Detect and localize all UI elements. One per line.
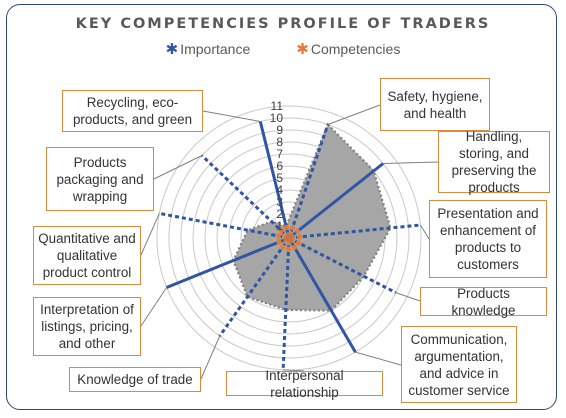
label-interpretation: Interpretation of listings, pricing, and… bbox=[33, 297, 141, 356]
leader-line-4 bbox=[395, 292, 421, 302]
leader-line-11 bbox=[202, 110, 261, 122]
label-packaging: Products packaging and wrapping bbox=[46, 147, 154, 211]
series-competencies-marker-9 bbox=[275, 233, 281, 239]
label-recycling: Recycling, eco-products, and green bbox=[62, 90, 203, 132]
label-knowledge: Products knowledge bbox=[420, 285, 547, 318]
series-importance-spoke-6 bbox=[281, 237, 291, 370]
series-importance-spoke-4 bbox=[288, 236, 397, 294]
legend-competencies-label: Competencies bbox=[310, 41, 401, 57]
series-competencies-marker-4 bbox=[296, 240, 302, 246]
tick-label-7: 7 bbox=[276, 147, 283, 161]
leader-line-7 bbox=[200, 335, 221, 380]
series-importance-spoke-2 bbox=[288, 162, 385, 240]
tick-label-9: 9 bbox=[276, 123, 283, 137]
legend-competencies-marker-icon: ✱ bbox=[296, 40, 309, 58]
label-quantitative-text: Quantitative and qualitative product con… bbox=[38, 231, 136, 280]
series-importance-spoke-5 bbox=[287, 237, 357, 353]
tick-label-5: 5 bbox=[276, 171, 283, 185]
series-competencies-area bbox=[232, 122, 392, 312]
label-trade-text: Knowledge of trade bbox=[77, 372, 193, 387]
series-importance-spoke-9 bbox=[159, 211, 290, 240]
series-importance-spoke-1 bbox=[287, 124, 330, 239]
leader-line-3 bbox=[419, 224, 430, 240]
legend-importance-label: Importance bbox=[180, 41, 251, 57]
series-competencies-marker-2 bbox=[294, 228, 301, 234]
leader-line-10 bbox=[153, 155, 203, 180]
tick-label-1: 1 bbox=[276, 219, 283, 233]
label-interpretation-text: Interpretation of listings, pricing, and… bbox=[40, 302, 134, 351]
tick-label-11: 11 bbox=[271, 99, 284, 113]
label-safety-text: Safety, hygiene, and health bbox=[387, 88, 483, 121]
tick-label-10: 10 bbox=[270, 111, 284, 125]
tick-label-3: 3 bbox=[276, 195, 283, 209]
series-importance-spoke-3 bbox=[288, 223, 421, 240]
label-communication-text: Communication, argumentation, and advice… bbox=[408, 331, 510, 398]
leader-line-8 bbox=[140, 287, 168, 327]
legend-importance-marker-icon: ✱ bbox=[165, 40, 179, 58]
series-importance-spoke-10 bbox=[200, 154, 291, 240]
grid-ring-9 bbox=[180, 129, 398, 347]
label-communication: Communication, argumentation, and advice… bbox=[401, 326, 517, 403]
center-marker bbox=[283, 232, 295, 244]
series-competencies-marker-6 bbox=[285, 246, 292, 252]
label-packaging-text: Products packaging and wrapping bbox=[56, 154, 144, 204]
series-importance-spoke-7 bbox=[218, 237, 291, 337]
tick-label-4: 4 bbox=[276, 183, 283, 197]
leader-line-9 bbox=[140, 213, 160, 256]
leader-line-6 bbox=[283, 369, 305, 372]
series-importance-spoke-8 bbox=[166, 236, 290, 289]
tick-label-2: 2 bbox=[276, 207, 283, 221]
series-competencies-marker-5 bbox=[291, 244, 297, 250]
tick-label-6: 6 bbox=[276, 159, 283, 173]
series-competencies-marker-10 bbox=[278, 228, 284, 234]
series-competencies-marker-11 bbox=[283, 224, 289, 231]
series-competencies-marker-7 bbox=[280, 244, 286, 250]
label-safety: Safety, hygiene, and health bbox=[380, 78, 490, 131]
leader-line-1 bbox=[327, 104, 381, 125]
leader-line-5 bbox=[355, 351, 402, 366]
series-competencies-marker-3 bbox=[297, 234, 303, 240]
series-competencies-marker-8 bbox=[276, 239, 282, 245]
legend-entry-competencies: ✱ Competencies bbox=[296, 41, 400, 57]
label-interpersonal-text: Interpersonal relationship bbox=[265, 367, 344, 400]
tick-label-8: 8 bbox=[276, 135, 283, 149]
label-knowledge-text: Products knowledge bbox=[451, 285, 516, 318]
series-importance-spoke-11 bbox=[258, 121, 291, 239]
label-interpersonal: Interpersonal relationship bbox=[226, 368, 383, 400]
series-competencies-marker-1 bbox=[289, 225, 296, 231]
label-presentation: Presentation and enhancement of products… bbox=[429, 200, 547, 278]
label-trade: Knowledge of trade bbox=[69, 367, 201, 392]
label-handling: Handling, storing, and preserving the pr… bbox=[438, 129, 550, 195]
grid-ring-10 bbox=[168, 117, 410, 359]
legend-entry-importance: ✱ Importance bbox=[166, 41, 251, 57]
label-recycling-text: Recycling, eco-products, and green bbox=[72, 95, 193, 127]
label-presentation-text: Presentation and enhancement of products… bbox=[437, 206, 539, 272]
leader-line-2 bbox=[383, 161, 439, 164]
label-handling-text: Handling, storing, and preserving the pr… bbox=[451, 129, 537, 195]
label-quantitative: Quantitative and qualitative product con… bbox=[33, 226, 141, 285]
chart-title: KEY COMPETENCIES PROFILE OF TRADERS bbox=[75, 16, 491, 32]
legend: ✱ Importance ✱ Competencies bbox=[0, 41, 566, 57]
